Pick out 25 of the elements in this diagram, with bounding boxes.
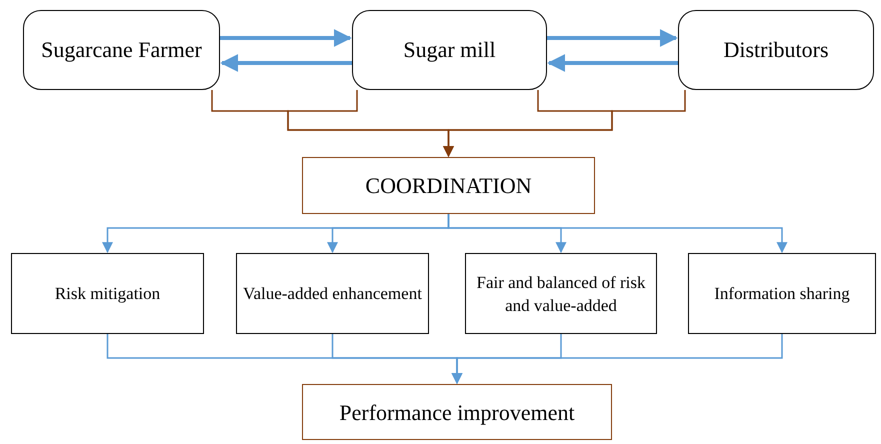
arrow [220, 29, 352, 47]
node-label: Sugar mill [403, 36, 496, 64]
node-label: Sugarcane Farmer [41, 36, 202, 64]
arrow [220, 54, 352, 72]
rounded-box [23, 10, 220, 90]
process-box [11, 253, 204, 334]
node-label: Distributors [723, 36, 829, 64]
process-box [302, 157, 595, 214]
process-box [465, 253, 657, 334]
process-box [302, 384, 612, 440]
node-label: COORDINATION [365, 172, 532, 200]
arrow [448, 214, 788, 254]
process-box [688, 253, 876, 334]
node-label: Value-added enhancement [243, 283, 422, 305]
arrow [547, 29, 678, 47]
node-label: Risk mitigation [54, 283, 160, 305]
node-label: Fair and balanced of risk and value-added [476, 272, 646, 316]
rounded-box [678, 10, 874, 90]
arrow [452, 334, 783, 384]
node-label: Performance improvement [339, 398, 575, 427]
rounded-box [352, 10, 547, 90]
node-label: Information sharing [714, 283, 850, 305]
arrow [443, 90, 686, 158]
process-box [236, 253, 429, 334]
arrow [547, 54, 678, 72]
